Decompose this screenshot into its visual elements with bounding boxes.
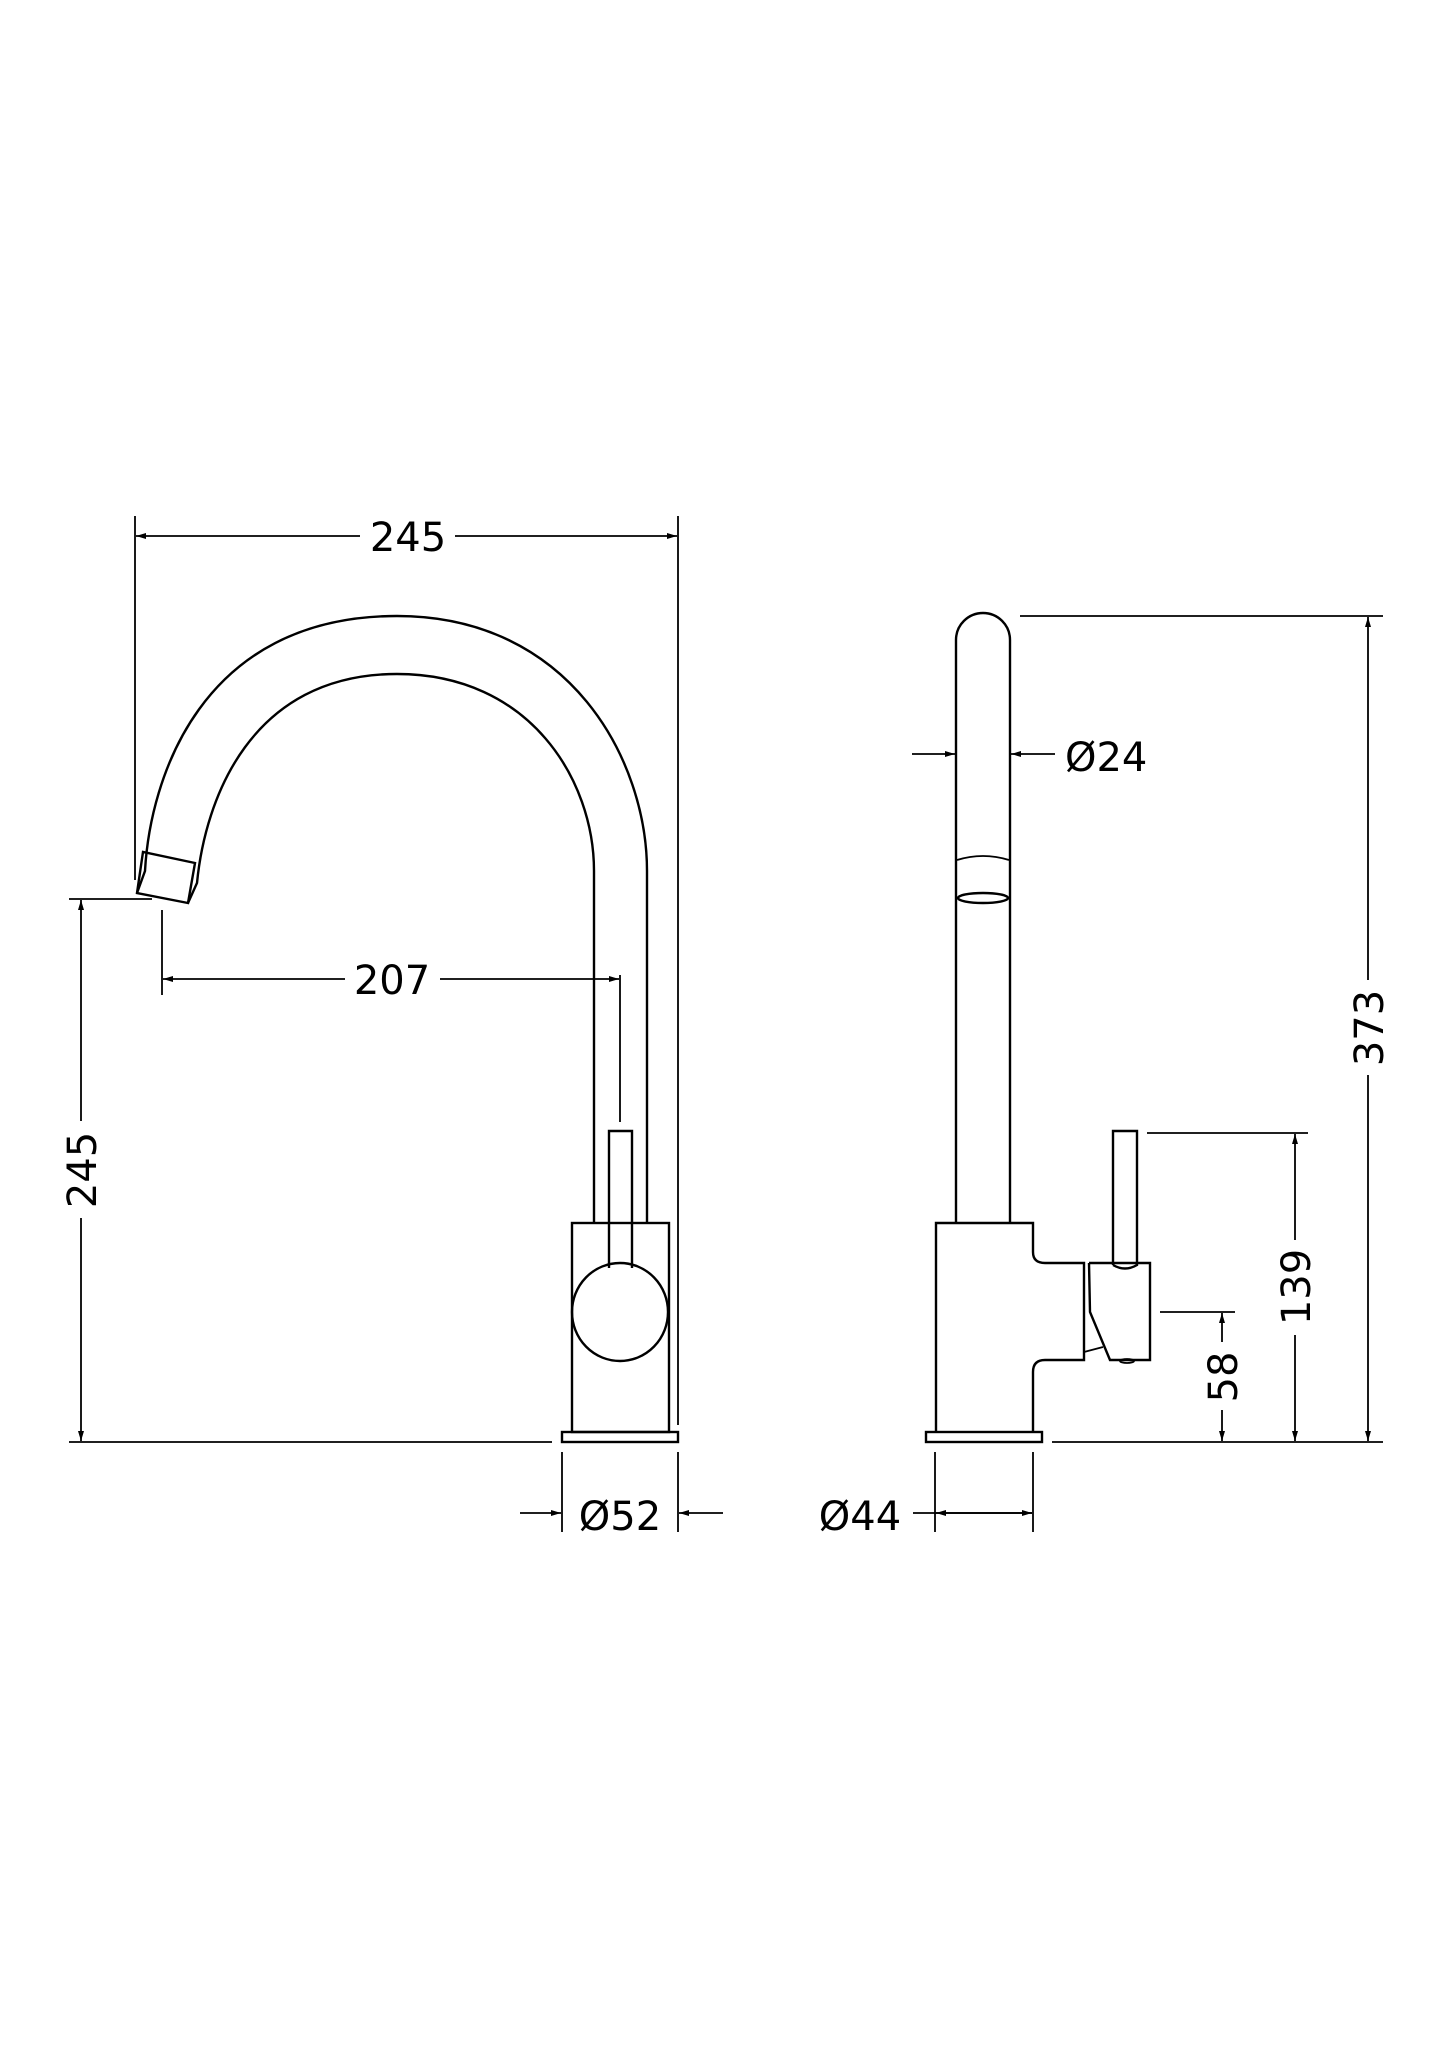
dim-lever-height: 139: [1274, 1249, 1320, 1325]
tap-body: [570, 1221, 671, 1434]
dim-spout-diameter: Ø24: [1065, 735, 1147, 781]
front-view: 245 207 245 Ø52: [60, 515, 723, 1540]
spout-inner-outline: [186, 672, 596, 1223]
dim-overall-height: 373: [1347, 990, 1393, 1066]
spout-nozzle: [135, 850, 197, 905]
aerator-ring: [956, 891, 1010, 905]
dim-overall-width: 245: [370, 515, 446, 561]
dim-base-diameter-front: Ø52: [579, 1494, 661, 1540]
lever-handle-side: [1111, 1129, 1139, 1270]
handle-block: [1087, 1261, 1152, 1362]
base-plate-side: [924, 1430, 1044, 1444]
lever-knob: [570, 1261, 670, 1363]
base-plate: [560, 1430, 680, 1444]
dim-spout-reach: 207: [354, 958, 430, 1004]
spout-outer-outline: [135, 614, 649, 1223]
aerator-band: [956, 855, 1010, 861]
lever-handle: [607, 1129, 634, 1268]
dim-outlet-height-side: 58: [1201, 1352, 1247, 1403]
side-view: Ø24 373 139 58 Ø44: [819, 611, 1393, 1540]
tap-body-side: [934, 1221, 1086, 1432]
dim-outlet-height: 245: [60, 1132, 106, 1208]
dim-base-diameter-side: Ø44: [819, 1494, 901, 1540]
spout-pipe: [954, 611, 1012, 1223]
